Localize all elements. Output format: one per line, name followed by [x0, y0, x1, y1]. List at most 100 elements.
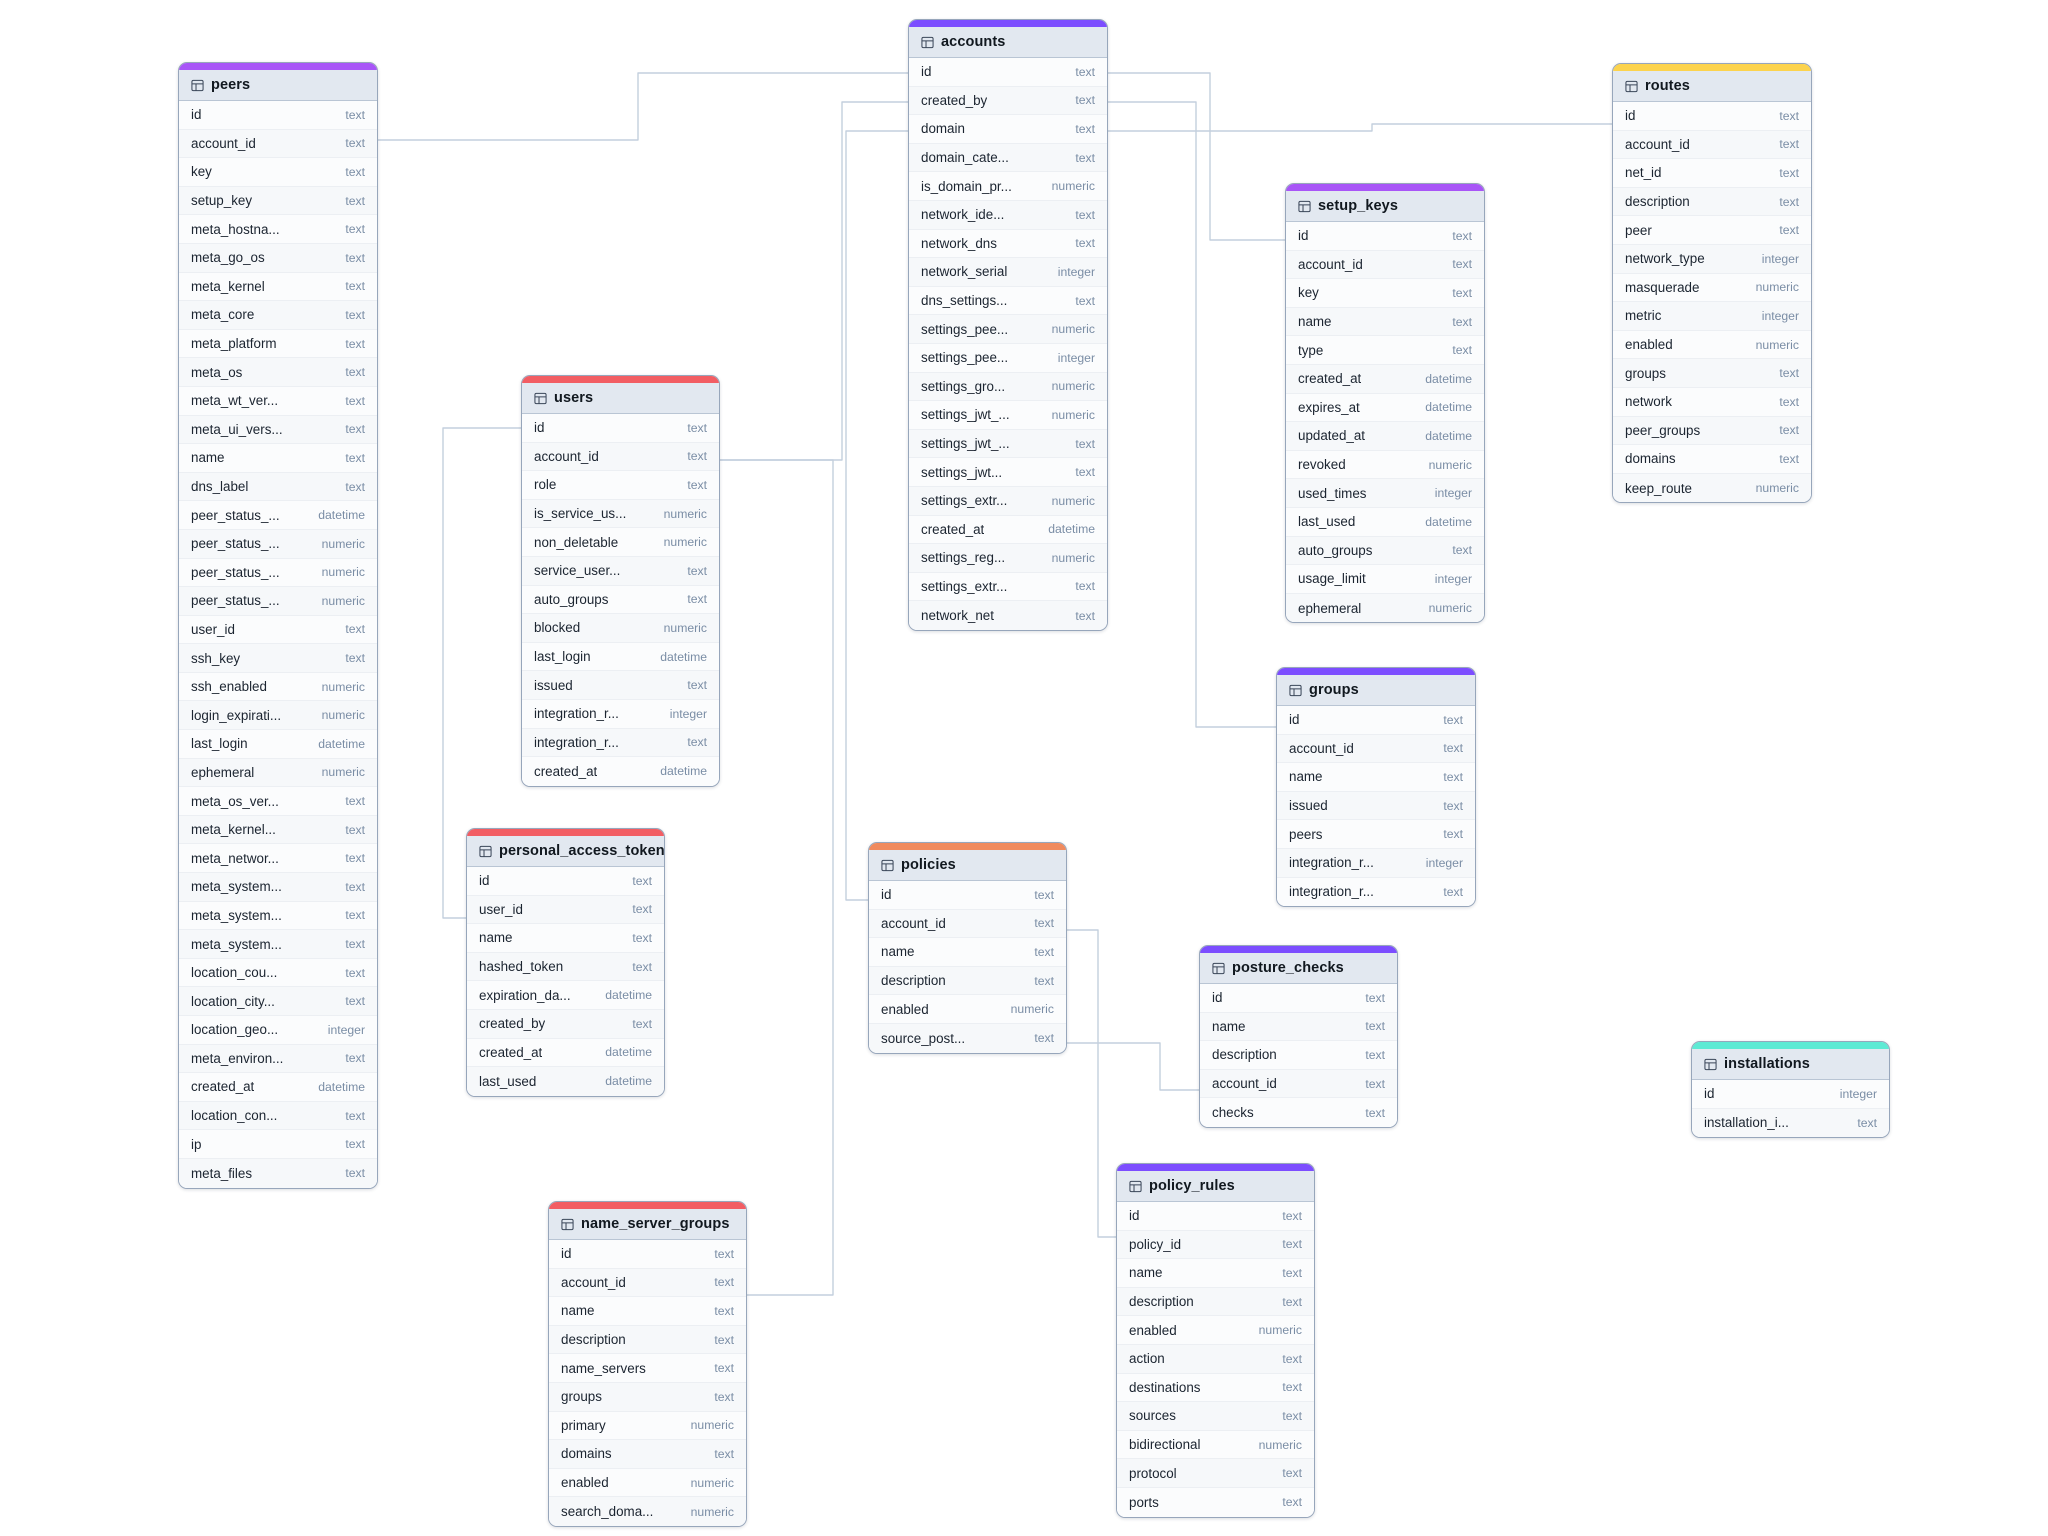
field-row[interactable]: meta_kernel...text — [179, 815, 377, 845]
field-row[interactable]: meta_system...text — [179, 930, 377, 959]
field-row[interactable]: location_city...text — [179, 987, 377, 1016]
field-row[interactable]: location_con...text — [179, 1101, 377, 1131]
field-row[interactable]: location_cou...text — [179, 958, 377, 988]
field-row[interactable]: dns_settings...text — [909, 286, 1107, 316]
field-row[interactable]: peer_status_...numeric — [179, 587, 377, 616]
field-row[interactable]: is_domain_pr...numeric — [909, 172, 1107, 201]
table-header-personal_access_tokens[interactable]: personal_access_tokens — [467, 836, 664, 867]
field-row[interactable]: meta_os_ver...text — [179, 787, 377, 816]
field-row[interactable]: integration_r...integer — [1277, 848, 1475, 878]
field-row[interactable]: settings_pee...integer — [909, 343, 1107, 373]
table-header-accounts[interactable]: accounts — [909, 27, 1107, 58]
field-row[interactable]: settings_jwt_...numeric — [909, 401, 1107, 430]
field-row[interactable]: source_post...text — [869, 1023, 1066, 1053]
field-row[interactable]: installation_i...text — [1692, 1108, 1889, 1138]
field-row[interactable]: integration_r...integer — [522, 699, 719, 729]
field-row[interactable]: search_doma...numeric — [549, 1497, 746, 1526]
field-row[interactable]: settings_extr...text — [909, 572, 1107, 602]
field-row[interactable]: settings_extr...numeric — [909, 486, 1107, 516]
field-row[interactable]: meta_hostna...text — [179, 215, 377, 244]
field-row[interactable]: settings_gro...numeric — [909, 372, 1107, 402]
field-row[interactable]: service_user...text — [522, 556, 719, 586]
field-row[interactable]: peer_status_...numeric — [179, 558, 377, 588]
table-header-policies[interactable]: policies — [869, 850, 1066, 881]
table-header-installations[interactable]: installations — [1692, 1049, 1889, 1080]
field-row[interactable]: integration_r...text — [1277, 877, 1475, 907]
field-row[interactable]: settings_pee...numeric — [909, 315, 1107, 344]
table-header-setup_keys[interactable]: setup_keys — [1286, 191, 1484, 222]
table-header-groups[interactable]: groups — [1277, 675, 1475, 706]
field-row[interactable]: domain_cate...text — [909, 143, 1107, 173]
field-row[interactable]: meta_system...text — [179, 873, 377, 902]
